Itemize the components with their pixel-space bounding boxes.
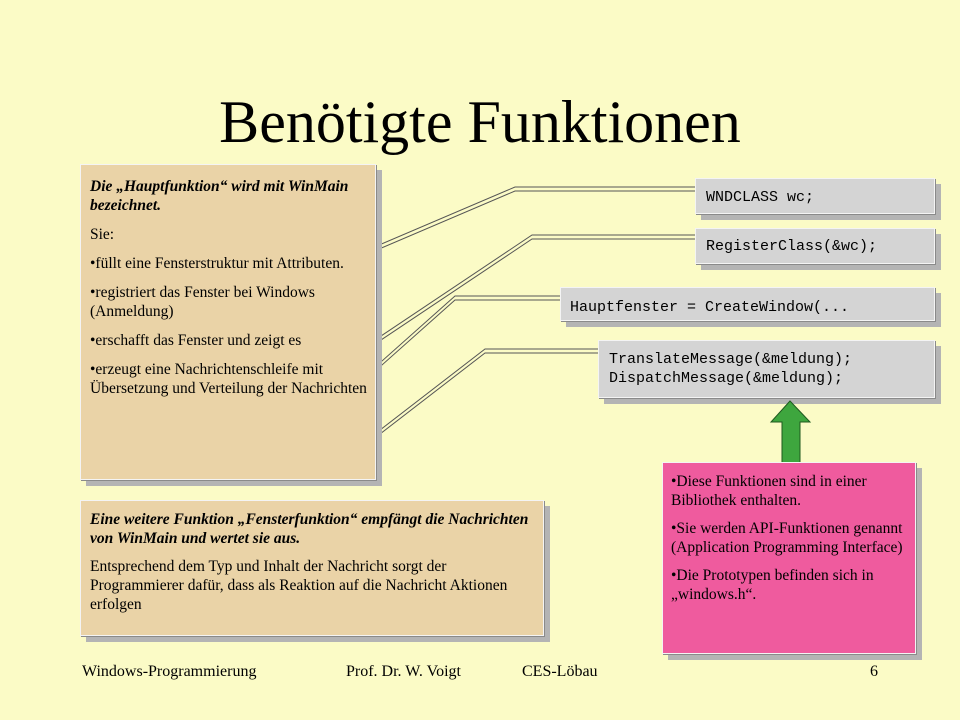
api-bullet-library: •Diese Funktionen sind in einer Biblioth… xyxy=(671,473,867,509)
api-bullet-name: •Sie werden API-Funktionen genannt (Appl… xyxy=(671,520,903,556)
window-function-body: Entsprechend dem Typ und Inhalt der Nach… xyxy=(90,558,508,613)
code-message-loop: TranslateMessage(&meldung); DispatchMess… xyxy=(609,351,853,387)
bullet-create-window: •erschafft das Fenster und zeigt es xyxy=(90,332,302,349)
code-wndclass: WNDCLASS wc; xyxy=(706,189,815,206)
footer-author: Prof. Dr. W. Voigt xyxy=(346,663,461,680)
api-info-box: •Diese Funktionen sind in einer Biblioth… xyxy=(662,462,922,660)
code-box-createwindow: Hauptfenster = CreateWindow(... xyxy=(560,287,941,327)
code-registerclass: RegisterClass(&wc); xyxy=(706,238,878,255)
connector-line-2 xyxy=(377,234,695,339)
window-function-heading: Eine weitere Funktion „Fensterfunktion“ … xyxy=(90,511,529,547)
api-bullet-prototypes: •Die Prototypen befinden sich in „window… xyxy=(671,567,874,603)
connector-line-3b xyxy=(354,299,560,390)
footer-page-number: 6 xyxy=(870,663,878,680)
up-arrow-icon xyxy=(769,400,812,467)
connector-line-3 xyxy=(354,295,560,386)
connector-line-1b xyxy=(329,190,695,271)
winmain-description-box: Die „Hauptfunktion“ wird mit WinMain bez… xyxy=(80,164,382,486)
code-box-message-loop: TranslateMessage(&meldung); DispatchMess… xyxy=(598,340,941,404)
bullet-fill-structure: •füllt eine Fensterstruktur mit Attribut… xyxy=(90,255,344,272)
footer-institution: CES-Löbau xyxy=(522,663,598,680)
sie-label: Sie: xyxy=(90,226,115,243)
code-box-wndclass: WNDCLASS wc; xyxy=(695,178,941,220)
bullet-message-loop: •erzeugt eine Nachrichtenschleife mit Üb… xyxy=(90,361,367,397)
slide-title: Benötigte Funktionen xyxy=(219,89,741,155)
footer-course: Windows-Programmierung xyxy=(82,663,257,680)
winmain-intro: Die „Hauptfunktion“ wird mit WinMain bez… xyxy=(90,178,349,214)
code-box-registerclass: RegisterClass(&wc); xyxy=(695,228,941,270)
window-function-box: Eine weitere Funktion „Fensterfunktion“ … xyxy=(80,500,550,642)
connector-line-4b xyxy=(379,352,598,435)
connector-line-4 xyxy=(379,348,598,431)
bullet-register-window: •registriert das Fenster bei Windows (An… xyxy=(90,284,315,320)
connector-line-2b xyxy=(377,238,695,343)
connector-line-1 xyxy=(329,186,695,267)
code-createwindow: Hauptfenster = CreateWindow(... xyxy=(570,299,850,316)
